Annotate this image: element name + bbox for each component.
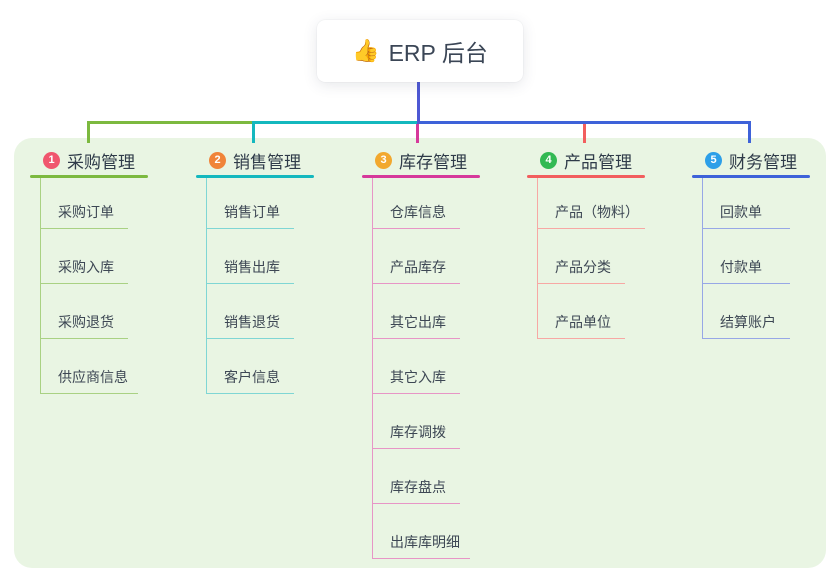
branch-finance-children: 回款单 付款单 结算账户	[702, 178, 810, 339]
root-node-title: ERP 后台	[388, 40, 488, 66]
branches-group-panel	[14, 138, 826, 568]
branch-purchase-title: 采购管理	[67, 152, 135, 172]
node-other-inbound[interactable]: 其它入库	[373, 367, 460, 394]
branch-finance: 5 财务管理 回款单 付款单 结算账户	[692, 149, 810, 339]
node-payment-bill[interactable]: 付款单	[703, 257, 790, 284]
node-stock-count[interactable]: 库存盘点	[373, 477, 460, 504]
branch-sales-node[interactable]: 2 销售管理	[196, 149, 314, 172]
node-product-unit[interactable]: 产品单位	[538, 312, 625, 339]
branch-purchase-rule	[30, 175, 148, 178]
node-inout-detail[interactable]: 出库库明细	[373, 532, 470, 559]
branch-finance-rule	[692, 175, 810, 178]
branch-finance-title: 财务管理	[729, 152, 797, 172]
node-other-outbound[interactable]: 其它出库	[373, 312, 460, 339]
badge-3: 3	[375, 151, 392, 169]
node-product-stock[interactable]: 产品库存	[373, 257, 460, 284]
branch-finance-node[interactable]: 5 财务管理	[692, 149, 810, 172]
branch-inventory: 3 库存管理 仓库信息 产品库存 其它出库 其它入库 库存调拨 库存盘点 出库库…	[362, 149, 480, 559]
thumbs-up-icon: 👍	[352, 38, 380, 63]
branch-sales-title: 销售管理	[233, 152, 301, 172]
node-sales-outbound[interactable]: 销售出库	[207, 257, 294, 284]
branch-purchase-node[interactable]: 1 采购管理	[30, 149, 148, 172]
node-product-category[interactable]: 产品分类	[538, 257, 625, 284]
branch-purchase: 1 采购管理 采购订单 采购入库 采购退货 供应商信息	[30, 149, 148, 394]
branch-product: 4 产品管理 产品（物料） 产品分类 产品单位	[527, 149, 645, 339]
node-purchase-return[interactable]: 采购退货	[41, 312, 128, 339]
node-product-material[interactable]: 产品（物料）	[538, 202, 645, 229]
node-receipt-bill[interactable]: 回款单	[703, 202, 790, 229]
node-sales-order[interactable]: 销售订单	[207, 202, 294, 229]
branch-inventory-node[interactable]: 3 库存管理	[362, 149, 480, 172]
branch-sales-rule	[196, 175, 314, 178]
node-sales-return[interactable]: 销售退货	[207, 312, 294, 339]
badge-1: 1	[43, 151, 60, 169]
badge-4: 4	[540, 151, 557, 169]
branch-product-children: 产品（物料） 产品分类 产品单位	[537, 178, 645, 339]
node-supplier-info[interactable]: 供应商信息	[41, 367, 138, 394]
node-settlement-account[interactable]: 结算账户	[703, 312, 790, 339]
branch-inventory-rule	[362, 175, 480, 178]
branch-purchase-children: 采购订单 采购入库 采购退货 供应商信息	[40, 178, 148, 394]
branch-sales: 2 销售管理 销售订单 销售出库 销售退货 客户信息	[196, 149, 314, 394]
branch-product-title: 产品管理	[564, 152, 632, 172]
badge-2: 2	[209, 151, 226, 169]
branch-sales-children: 销售订单 销售出库 销售退货 客户信息	[206, 178, 314, 394]
branch-inventory-title: 库存管理	[399, 152, 467, 172]
badge-5: 5	[705, 151, 722, 169]
node-purchase-order[interactable]: 采购订单	[41, 202, 128, 229]
branch-inventory-children: 仓库信息 产品库存 其它出库 其它入库 库存调拨 库存盘点 出库库明细	[372, 178, 480, 559]
node-customer-info[interactable]: 客户信息	[207, 367, 294, 394]
branch-product-node[interactable]: 4 产品管理	[527, 149, 645, 172]
branch-product-rule	[527, 175, 645, 178]
root-node-erp[interactable]: 👍 ERP 后台	[317, 20, 523, 82]
node-stock-transfer[interactable]: 库存调拨	[373, 422, 460, 449]
node-purchase-inbound[interactable]: 采购入库	[41, 257, 128, 284]
node-warehouse-info[interactable]: 仓库信息	[373, 202, 460, 229]
